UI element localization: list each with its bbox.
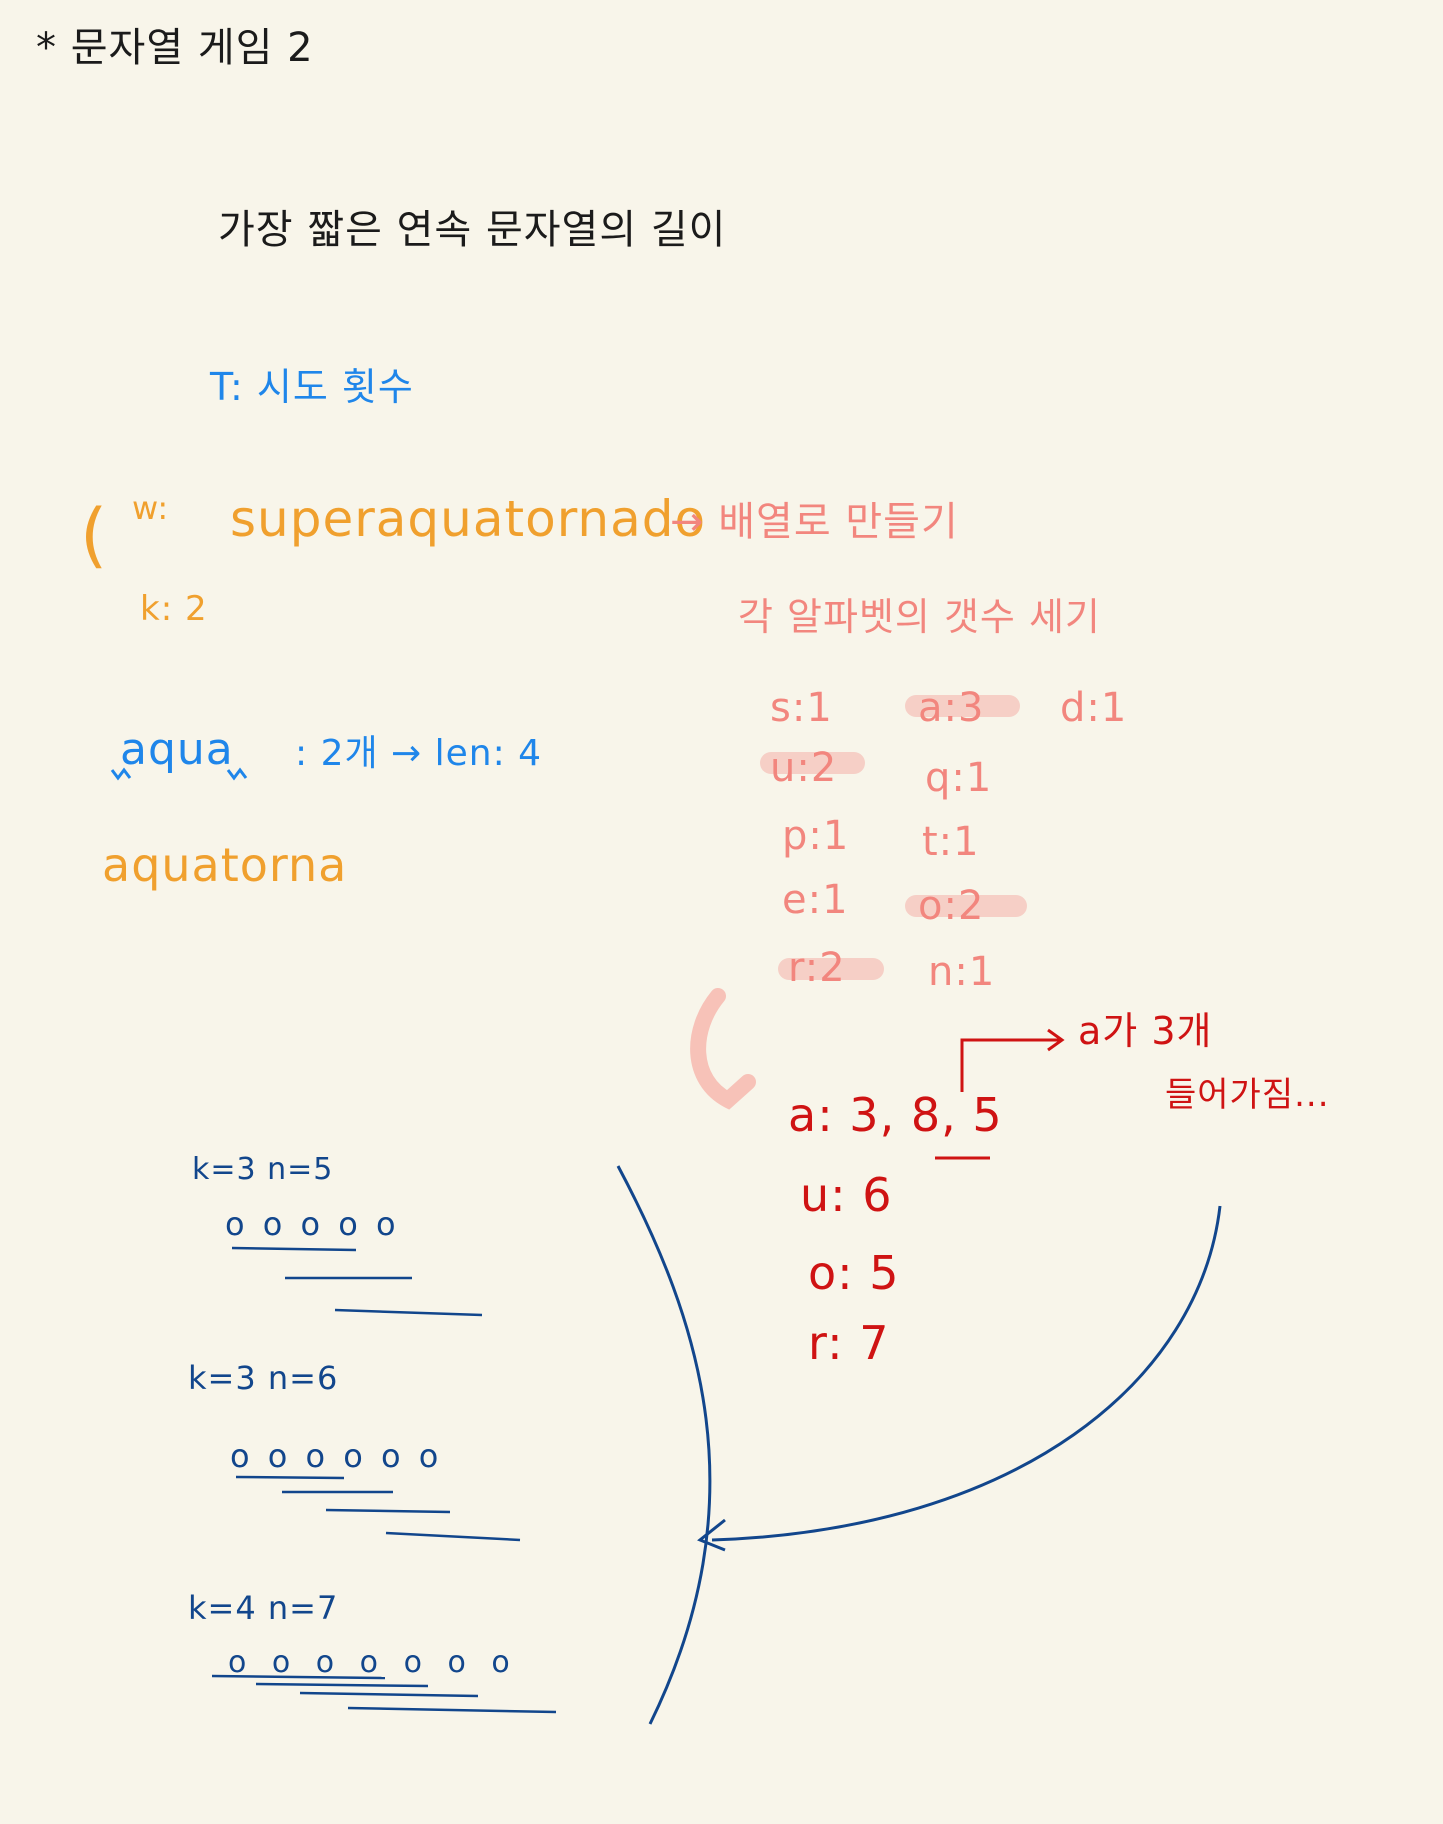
window-2-line-1 bbox=[235, 1475, 345, 1480]
count-s: s:1 bbox=[770, 685, 833, 731]
pos-note-2: 들어가짐... bbox=[1165, 1075, 1330, 1115]
navy-curve-left bbox=[616, 1165, 712, 1725]
count-u: u:2 bbox=[770, 745, 838, 791]
count-o: o:2 bbox=[918, 883, 985, 929]
k-value: k: 2 bbox=[140, 589, 208, 629]
pos-u: u: 6 bbox=[800, 1168, 893, 1222]
window-3-line-2 bbox=[255, 1682, 429, 1688]
window-2-line-3 bbox=[325, 1508, 451, 1514]
window-1-circles: o o o o o bbox=[225, 1205, 400, 1243]
w-label: w: bbox=[132, 489, 170, 527]
aqua-underline-2 bbox=[226, 767, 248, 781]
example-word: aqua bbox=[120, 724, 234, 775]
count-e: e:1 bbox=[782, 877, 849, 923]
w-value: superaquatornado bbox=[230, 490, 707, 548]
pink-curve-arrow bbox=[690, 988, 756, 1110]
navy-arrow-head bbox=[697, 1518, 726, 1552]
count-d: d:1 bbox=[1060, 685, 1128, 731]
window-3-line-3 bbox=[299, 1691, 479, 1698]
page-title: * 문자열 게임 2 bbox=[36, 25, 314, 71]
window-1-line-3 bbox=[334, 1308, 483, 1317]
aqua-underline-1 bbox=[110, 767, 132, 781]
window-3-line-1 bbox=[211, 1674, 386, 1680]
to-array-note: → 배열로 만들기 bbox=[670, 499, 959, 545]
pos-o: o: 5 bbox=[808, 1246, 900, 1300]
count-t: t:1 bbox=[922, 819, 980, 865]
pos-a: a: 3, 8, 5 bbox=[788, 1088, 1003, 1142]
count-a: a:3 bbox=[918, 685, 985, 731]
window-3-line-4 bbox=[347, 1706, 557, 1714]
count-n: n:1 bbox=[928, 949, 996, 995]
pos-r: r: 7 bbox=[808, 1316, 890, 1370]
window-3-label: k=4 n=7 bbox=[188, 1589, 339, 1627]
red-bracket-arrow bbox=[960, 1038, 1060, 1092]
highlight-r bbox=[778, 958, 884, 980]
count-r: r:2 bbox=[788, 945, 846, 991]
window-2-label: k=3 n=6 bbox=[188, 1359, 339, 1397]
window-2-circles: o o o o o o bbox=[230, 1437, 443, 1475]
window-1-line-1 bbox=[231, 1246, 357, 1252]
count-q: q:1 bbox=[925, 755, 993, 801]
highlight-a bbox=[905, 695, 1020, 717]
window-1-label: k=3 n=5 bbox=[192, 1152, 334, 1187]
example-word-2: aquatorna bbox=[102, 838, 348, 892]
window-2-line-4 bbox=[385, 1531, 521, 1542]
problem-subtitle: 가장 짧은 연속 문자열의 길이 bbox=[218, 207, 727, 253]
navy-curve-right bbox=[711, 1205, 1222, 1542]
red-arrow-head bbox=[1047, 1028, 1065, 1052]
count-title: 각 알파벳의 갯수 세기 bbox=[738, 595, 1101, 639]
pos-note-1: a가 3개 bbox=[1078, 1009, 1213, 1053]
example-detail: : 2개 → len: 4 bbox=[295, 733, 543, 774]
window-3-circles: o o o o o o o bbox=[228, 1645, 518, 1680]
count-p: p:1 bbox=[782, 813, 850, 859]
t-description: T: 시도 횟수 bbox=[210, 365, 414, 409]
highlight-o bbox=[905, 895, 1027, 917]
input-brace: ( bbox=[80, 494, 109, 576]
highlight-u bbox=[760, 752, 865, 774]
